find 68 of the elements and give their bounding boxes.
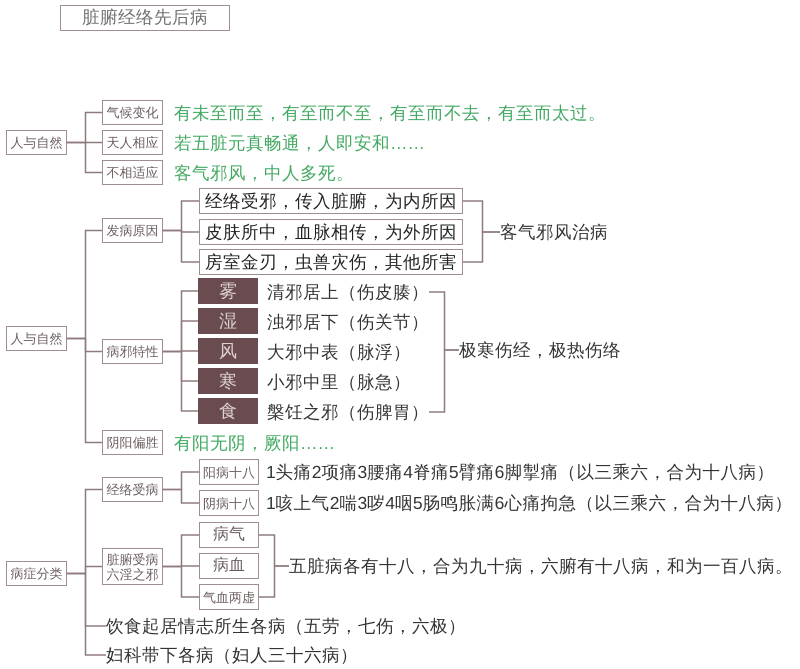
connector <box>163 488 199 504</box>
topic-label: 病症分类 <box>10 566 62 581</box>
topic-box <box>102 477 163 502</box>
topic-box <box>199 584 259 610</box>
cause-box <box>199 249 463 275</box>
branch-text: 妇科带下各病（妇人三十六病） <box>106 644 358 666</box>
note-text: 有未至而至，有至而不至，有至而不去，有至而太过。 <box>174 102 606 124</box>
topic-label: 人与自然 <box>10 135 62 150</box>
topic-label: 病气 <box>213 526 245 544</box>
factor-label: 雾 <box>219 280 237 302</box>
topic-label: 天人相应 <box>106 135 158 150</box>
cause-label: 房室金刃，虫兽灾伤，其他所害 <box>205 251 457 273</box>
branch-text: 清邪居上（伤皮腠） <box>267 281 429 303</box>
note-text: 有阳无阴，厥阳…… <box>174 432 335 454</box>
factor-box <box>198 398 258 424</box>
branch-text: 大邪中表（脉浮） <box>267 341 411 363</box>
branch-text: 小邪中里（脉急） <box>267 371 411 393</box>
topic-label: 气候变化 <box>106 105 158 120</box>
topic-label: 阴阳偏胜 <box>106 435 158 450</box>
topic-label: 阴病十八 <box>203 496 255 510</box>
topic-box <box>6 130 67 155</box>
connector <box>163 350 198 412</box>
connector <box>67 572 106 656</box>
note-text: 1头痛2项痛3腰痛4脊痛5臂痛6脚掣痛（以三乘六，合为十八病） <box>266 461 774 483</box>
connector <box>429 349 459 413</box>
topic-box <box>6 561 67 586</box>
connector <box>163 566 199 598</box>
topic-box <box>102 339 163 364</box>
branch-text: 极寒伤经，极热伤络 <box>459 339 621 361</box>
cause-box <box>199 188 463 214</box>
branch-text: 五脏病各有十八，合为九十病，六腑有十八病，和为一百八病。 <box>289 555 793 577</box>
factor-label: 寒 <box>219 370 237 392</box>
factor-box <box>198 278 258 304</box>
branch-text: 客气邪风治病 <box>500 221 608 243</box>
topic-box <box>102 218 163 243</box>
factor-box <box>198 368 258 394</box>
topic-label: 病邪特性 <box>106 344 158 359</box>
cause-box <box>199 219 463 245</box>
connector <box>163 230 199 263</box>
factor-box <box>198 338 258 364</box>
factor-label: 食 <box>219 400 237 422</box>
topic-box <box>6 326 67 351</box>
title-box: 脏腑经络先后病 <box>60 5 230 31</box>
topic-label: 病血 <box>213 557 245 575</box>
factor-label: 湿 <box>219 310 237 332</box>
note-text: 1咳上气2喘3哕4咽5肠鸣胀满6心痛拘急（以三乘六，合为十八病） <box>266 492 792 514</box>
connector <box>463 231 500 263</box>
branch-text: 浊邪居下（伤关节） <box>267 311 429 333</box>
connector <box>67 338 102 444</box>
topic-label: 气血两虚 <box>203 590 255 604</box>
cause-label: 皮肤所中，血脉相传，为外所因 <box>205 221 457 243</box>
factor-label: 风 <box>219 340 237 362</box>
topic-label: 脏腑受病六淫之邪 <box>106 552 160 582</box>
cause-label: 经络受邪，传入脏腑，为内所因 <box>205 190 457 212</box>
note-text: 客气邪风，中人多死。 <box>174 162 354 184</box>
topic-label: 不相适应 <box>106 165 158 180</box>
topic-label: 发病原因 <box>106 223 158 238</box>
topic-box <box>199 522 259 548</box>
note-text: 若五脏元真畅通，人即安和…… <box>174 132 425 154</box>
connector <box>259 565 289 598</box>
topic-label: 阳病十八 <box>203 464 255 480</box>
factor-box <box>198 308 258 334</box>
topic-label: 人与自然 <box>10 331 62 346</box>
branch-text: 饮食起居情志所生各病（五劳，七伤，六极） <box>106 615 466 637</box>
connector <box>67 142 102 174</box>
topic-box <box>199 553 259 579</box>
topic-label: 经络受病 <box>106 482 158 497</box>
branch-text: 槃饪之邪（伤脾胃） <box>267 401 429 423</box>
